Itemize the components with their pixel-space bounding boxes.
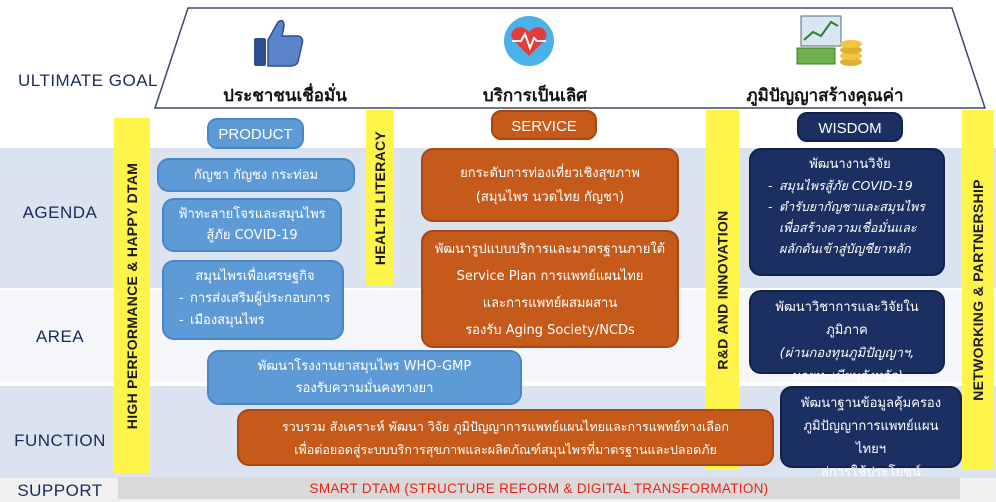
regional-research-box: พัฒนาวิชาการและวิจัยในภูมิภาค (ผ่านกองทุ…	[749, 290, 945, 384]
ultimate-goal-label: ULTIMATE GOAL	[17, 71, 158, 90]
covid-herb-line2: สู้ภัย COVID-19	[206, 228, 298, 243]
service-model-line: รองรับ Aging Society/NCDs	[465, 323, 635, 338]
heart-pulse-icon	[504, 16, 554, 66]
service-model-line: พัฒนารูปแบบบริการและมาตรฐานภายใต้	[434, 242, 666, 257]
wisdom-pillar: WISDOM	[797, 112, 903, 142]
regional-research-sub1: (ผ่านกองทุนภูมิปัญญาฯ,	[779, 346, 915, 361]
regional-research-title: พัฒนาวิชาการและวิจัยในภูมิภาค	[775, 300, 919, 338]
wisdom-database-line: พัฒนาฐานข้อมูลคุ้มครอง	[800, 396, 942, 411]
herb-economy-item: เมืองสมุนไพร	[179, 310, 334, 332]
roof-shape	[153, 7, 987, 109]
gmp-factory-line1: พัฒนาโรงงานยาสมุนไพร WHO-GMP	[257, 359, 472, 374]
cannabis-box: กัญชา กัญชง กระท่อม	[157, 158, 355, 192]
networking-label: NETWORKING & PARTNERSHIP	[970, 179, 987, 401]
rnd-innovation-label: R&D AND INNOVATION	[714, 210, 731, 370]
agenda-label: AGENDA	[22, 203, 98, 222]
wisdom-database-line: ภูมิปัญญาการแพทย์แผนไทยฯ	[803, 419, 939, 457]
health-tourism-line2: (สมุนไพร นวดไทย กัญชา)	[475, 190, 625, 205]
high-performance-bar: HIGH PERFORMANCE & HAPPY DTAM	[114, 118, 150, 473]
cannabis-text: กัญชา กัญชง กระท่อม	[193, 168, 319, 183]
health-literacy-label: HEALTH LITERACY	[372, 130, 388, 265]
area-label: AREA	[35, 327, 85, 346]
function-box: รวบรวม สังเคราะห์ พัฒนา วิจัย ภูมิปัญญาก…	[237, 409, 774, 466]
function-line1: รวบรวม สังเคราะห์ พัฒนา วิจัย ภูมิปัญญาก…	[282, 419, 729, 434]
health-literacy-bar: HEALTH LITERACY	[366, 110, 394, 285]
herb-economy-box: สมุนไพรเพื่อเศรษฐกิจ การส่งเสริมผู้ประกอ…	[162, 260, 344, 340]
product-pillar: PRODUCT	[207, 118, 304, 149]
goal-wisdom-title: ภูมิปัญญาสร้างคุณค่า	[746, 86, 904, 106]
function-label: FUNCTION	[14, 431, 106, 450]
service-model-line: Service Plan การแพทย์แผนไทย	[456, 269, 644, 284]
wisdom-database-box: พัฒนาฐานข้อมูลคุ้มครอง ภูมิปัญญาการแพทย์…	[780, 386, 962, 480]
health-tourism-line1: ยกระดับการท่องเที่ยวเชิงสุขภาพ	[460, 166, 640, 181]
service-pillar: SERVICE	[491, 110, 597, 140]
money-chart-icon	[796, 15, 862, 66]
high-performance-label: HIGH PERFORMANCE & HAPPY DTAM	[124, 162, 141, 429]
covid-herb-line1: ฟ้าทะลายโจรและสมุนไพร	[178, 207, 326, 222]
research-item: สมุนไพรสู้ภัย COVID-19	[768, 175, 935, 196]
thumbs-up-icon	[254, 19, 304, 67]
herb-economy-item: การส่งเสริมผู้ประกอบการ	[179, 288, 334, 310]
herb-economy-title: สมุนไพรเพื่อเศรษฐกิจ	[195, 269, 315, 284]
gmp-factory-line2: รองรับความมั่นคงทางยา	[295, 381, 434, 396]
networking-bar: NETWORKING & PARTNERSHIP	[962, 110, 994, 470]
support-bar: SMART DTAM (STRUCTURE REFORM & DIGITAL T…	[118, 477, 960, 499]
goal-people-title: ประชาชนเชื่อมั่น	[223, 86, 347, 106]
goal-service-title: บริการเป็นเลิศ	[482, 86, 588, 106]
covid-herb-box: ฟ้าทะลายโจรและสมุนไพร สู้ภัย COVID-19	[162, 198, 342, 252]
health-tourism-box: ยกระดับการท่องเที่ยวเชิงสุขภาพ (สมุนไพร …	[421, 148, 679, 222]
support-label: SUPPORT	[17, 481, 103, 500]
research-box: พัฒนางานวิจัย สมุนไพรสู้ภัย COVID-19 ตำร…	[749, 148, 945, 276]
function-line2: เพื่อต่อยอดสู่ระบบบริการสุขภาพและผลิตภัณ…	[294, 442, 717, 457]
research-title: พัฒนางานวิจัย	[809, 157, 891, 172]
gmp-factory-box: พัฒนาโรงงานยาสมุนไพร WHO-GMP รองรับความม…	[207, 350, 522, 405]
support-text: SMART DTAM (STRUCTURE REFORM & DIGITAL T…	[309, 481, 769, 496]
research-item: ตำรับยากัญชาและสมุนไพรเพื่อสร้างความเชื่…	[768, 196, 935, 259]
service-model-line: และการแพทย์ผสมผสาน	[482, 296, 618, 311]
regional-research-sub2: นายทะเบียนจังหวัด)	[791, 369, 903, 384]
wisdom-database-line: สู่การใช้ประโยชน์	[821, 465, 921, 480]
service-model-box: พัฒนารูปแบบบริการและมาตรฐานภายใต้ Servic…	[421, 230, 679, 348]
